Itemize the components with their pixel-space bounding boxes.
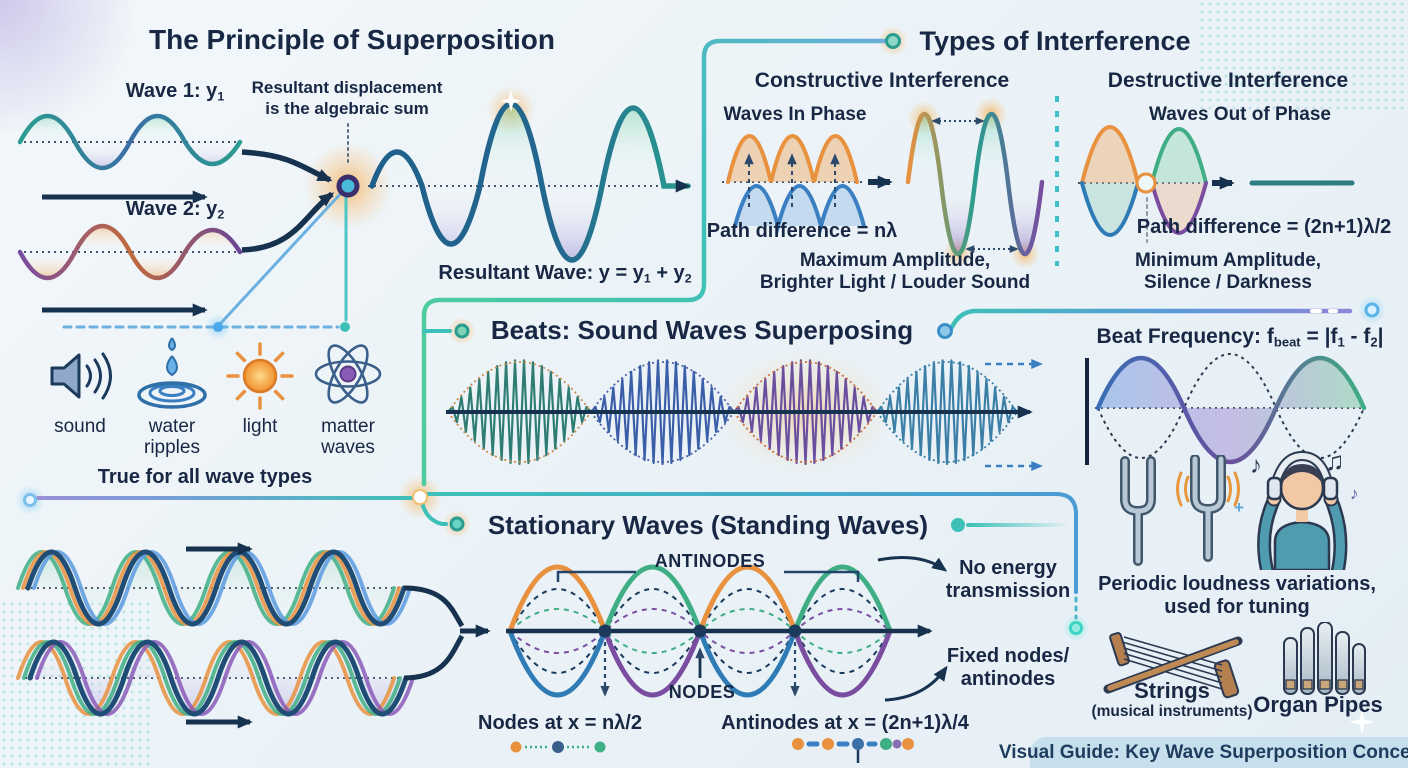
beats-application-line1: Periodic loudness variations,	[1098, 573, 1376, 595]
destructive-heading: Destructive Interference	[1107, 69, 1349, 92]
sparkle-bottom-right	[1349, 709, 1375, 735]
no-energy-line1: No energy	[959, 557, 1057, 579]
node-dot-beats	[454, 323, 470, 339]
merge-curve-bottom	[403, 634, 465, 681]
destructive-crossing-ring	[1135, 172, 1157, 194]
constructive-path-difference: Path difference = nλ	[706, 220, 898, 242]
connector-lines	[36, 38, 1353, 620]
node-dot-beats-right	[937, 323, 953, 339]
connector-standing-branch	[420, 500, 448, 526]
destructive-sub: Waves Out of Phase	[1149, 104, 1331, 125]
sun-icon	[226, 342, 294, 410]
constructive-sub: Waves In Phase	[723, 104, 867, 125]
antinodes-dot-row	[792, 738, 914, 763]
node-dot-right-edge	[1364, 302, 1380, 318]
wave-type-label-water: water ripples	[144, 416, 200, 459]
speaker-icon	[50, 352, 112, 400]
destructive-result-line1: Minimum Amplitude,	[1134, 250, 1322, 271]
constructive-heading: Constructive Interference	[754, 69, 1010, 92]
node-dot-interference	[885, 33, 901, 49]
beats-title: Beats: Sound Waves Superposing	[490, 315, 914, 345]
antinodes-formula: Antinodes at x = (2n+1)λ/4	[721, 712, 969, 734]
connector-right	[426, 492, 1078, 594]
converge-arrow-top	[241, 149, 333, 183]
beat-frequency-formula: Beat Frequency: fbeat = |f1 - f2|	[1096, 325, 1384, 350]
junction-dot	[412, 489, 428, 505]
resultant-note-line1: Resultant displacement	[251, 78, 443, 97]
fixed-nodes-line1: Fixed nodes/	[946, 645, 1070, 667]
node-dot-left-edge	[23, 493, 37, 507]
node-dot-standing	[449, 516, 465, 532]
connector-beats-right	[949, 308, 1353, 330]
standing-title: Stationary Waves (Standing Waves)	[487, 510, 929, 540]
superposition-title: The Principle of Superposition	[148, 24, 556, 55]
node-dot-standing-right	[951, 518, 965, 532]
listener-headphones-icon	[1257, 450, 1348, 570]
organ-pipes-label: Organ Pipes	[1253, 692, 1383, 717]
resultant-formula: Resultant Wave: y = y1 + y2	[438, 262, 692, 286]
nodes-label: NODES	[668, 682, 736, 702]
fixed-nodes-line2: antinodes	[960, 668, 1056, 690]
overlay-marks	[23, 33, 1380, 763]
nodes-formula: Nodes at x = nλ/2	[478, 712, 642, 734]
sparkle-resultant-crest	[500, 90, 522, 112]
no-energy-line2: transmission	[945, 580, 1071, 602]
wave2-label: Wave 2: y2	[125, 198, 225, 222]
music-note-icon: ♪	[1250, 452, 1262, 479]
resultant-note-line2: is the algebraic sum	[265, 99, 429, 118]
footer-text: Visual Guide: Key Wave Superposition Con…	[998, 742, 1408, 763]
merge-curve-top	[403, 585, 465, 628]
footer-band: Visual Guide: Key Wave Superposition Con…	[999, 737, 1408, 768]
node-dot-vertical	[340, 322, 350, 332]
strings-sublabel: (musical instruments)	[1091, 703, 1253, 720]
music-note-icon: ♪	[1350, 484, 1359, 503]
atom-icon	[314, 344, 382, 404]
wave1-label: Wave 1: y1	[125, 80, 225, 104]
wave-type-label-matter: matter waves	[321, 416, 375, 459]
strings-instrument-icon	[1103, 632, 1243, 699]
node-dot-dashed-line	[213, 322, 223, 332]
connector-diagonal	[219, 189, 345, 325]
music-note-icon: ♫	[1325, 446, 1345, 476]
wave-type-label-sound: sound	[54, 416, 106, 437]
destructive-path-difference: Path difference = (2n+1)λ/2	[1136, 216, 1392, 238]
constructive-result-line2: Brighter Light / Louder Sound	[759, 272, 1031, 293]
plus-sparkle-icon: +	[1234, 498, 1244, 517]
organ-pipes-icon	[1283, 622, 1366, 695]
wave-type-label-light: light	[242, 416, 278, 437]
superposition-node	[336, 174, 360, 198]
fixed-nodes-arrow	[884, 665, 948, 702]
connector-main	[421, 38, 887, 487]
blob-top-left	[0, 0, 150, 130]
no-energy-arrow	[877, 556, 948, 572]
speckle-top-right	[1198, 0, 1408, 110]
constructive-result-line1: Maximum Amplitude,	[799, 250, 991, 271]
converge-arrow-bottom	[241, 191, 335, 253]
wave-diagrams	[16, 101, 1367, 717]
ripples-icon	[137, 337, 207, 409]
antinodes-label: ANTINODES	[654, 551, 766, 571]
nodes-dot-row	[510, 741, 606, 753]
interference-title: Types of Interference	[919, 26, 1191, 56]
wave-types-caption: True for all wave types	[97, 466, 313, 488]
beats-application-line2: used for tuning	[1164, 596, 1310, 618]
open-ring-end	[1069, 621, 1083, 635]
destructive-result-line2: Silence / Darkness	[1144, 272, 1312, 293]
tuning-forks-icon	[1120, 455, 1240, 566]
antinodes-bracket	[556, 570, 860, 582]
